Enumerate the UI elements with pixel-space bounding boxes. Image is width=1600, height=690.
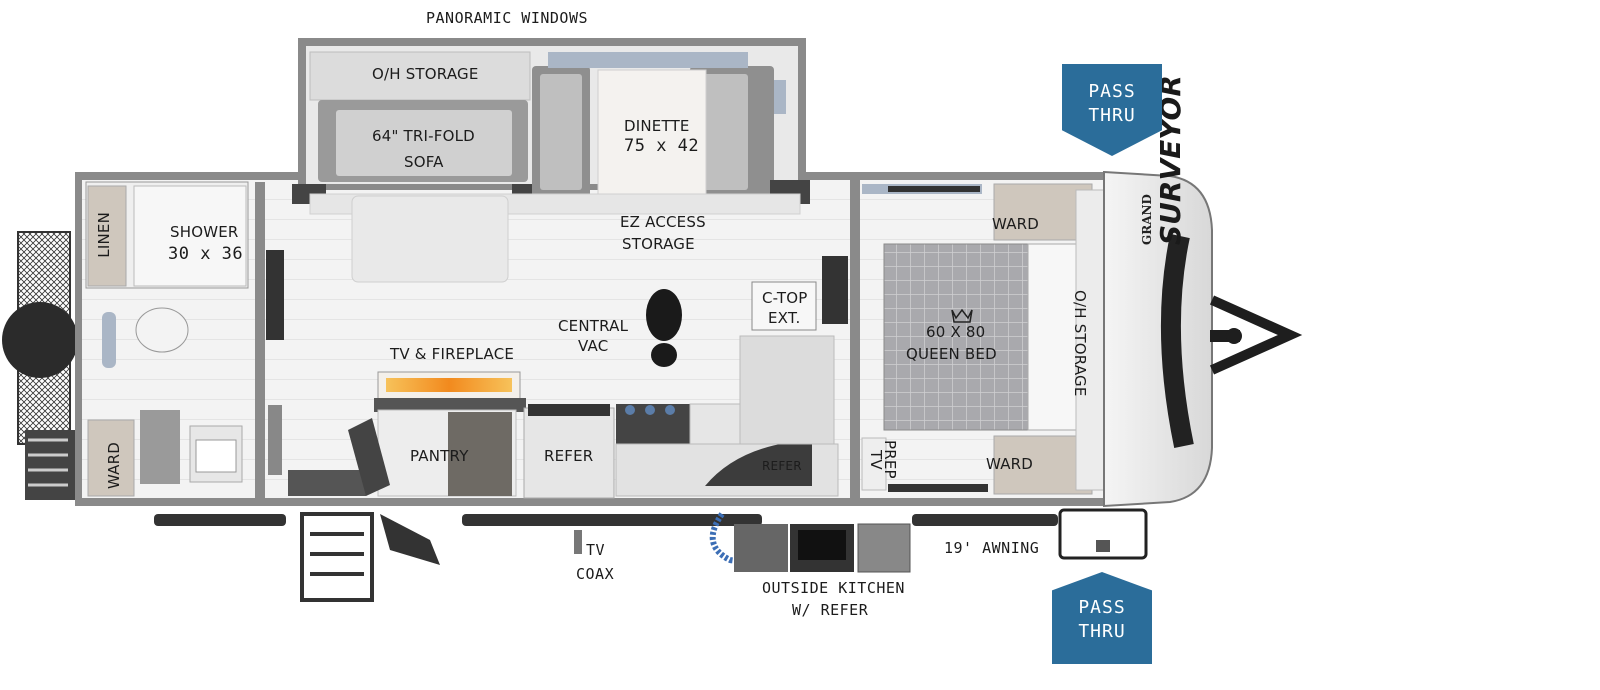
tv-prep-line2: PREP <box>881 440 899 479</box>
panoramic-windows-label: PANORAMIC WINDOWS <box>426 9 589 27</box>
linen-label: LINEN <box>95 212 113 258</box>
bathroom <box>85 181 265 498</box>
awning-label: 19' AWNING <box>944 539 1040 557</box>
ez-access-line1: EZ ACCESS <box>620 213 706 231</box>
refer-label: REFER <box>544 447 594 465</box>
pass-thru-bottom-line2: THRU <box>1078 621 1126 642</box>
crown-icon <box>951 308 973 323</box>
front-cap <box>1103 170 1213 508</box>
bed-label-line2: QUEEN BED <box>906 345 997 363</box>
bed-label-line1: 60 X 80 <box>926 323 986 341</box>
tv-fireplace-label: TV & FIREPLACE <box>390 345 515 363</box>
bedroom <box>861 183 1105 495</box>
ez-access-line2: STORAGE <box>622 235 695 253</box>
oh-storage-side-label: O/H STORAGE <box>1071 290 1089 397</box>
shower-label-line1: SHOWER <box>170 223 239 241</box>
ward-top-label: WARD <box>992 215 1040 233</box>
trailer-hitch <box>1209 295 1303 375</box>
sofa-label-line1: 64" TRI-FOLD <box>372 127 475 145</box>
pass-thru-top-line1: PASS <box>1088 81 1136 102</box>
tv-fireplace-unit <box>374 371 526 412</box>
central-vac-line2: VAC <box>578 337 609 355</box>
sofa-extension <box>351 195 509 283</box>
tv-rear <box>266 250 284 340</box>
entry-door <box>288 418 390 496</box>
kitchen <box>523 256 848 499</box>
pantry-label: PANTRY <box>410 447 469 465</box>
ctop-label-line2: EXT. <box>768 309 801 327</box>
pantry-door <box>448 412 512 496</box>
slide-out <box>292 38 810 204</box>
ward-bath-label: WARD <box>105 442 123 490</box>
shower-label-line2: 30 x 36 <box>168 244 244 264</box>
pass-thru-top-line2: THRU <box>1088 105 1136 126</box>
tv-coax-line1: TV <box>586 541 606 559</box>
outside-kitchen-line2: W/ REFER <box>792 601 869 619</box>
refer-small-label: REFER <box>762 459 802 473</box>
rear-cargo-rack <box>2 231 78 500</box>
dinette-label-line1: DINETTE <box>624 117 690 135</box>
bedroom-wall <box>850 180 860 498</box>
ward-bottom-label: WARD <box>986 455 1034 473</box>
partition-post <box>268 405 282 475</box>
sofa-label-line2: SOFA <box>404 153 444 171</box>
pass-thru-badge-bottom: PASS THRU <box>1052 572 1152 664</box>
exterior-features <box>154 508 1148 602</box>
boot-print-icon <box>646 289 682 367</box>
tv-coax-line2: COAX <box>576 565 615 583</box>
central-vac-line1: CENTRAL <box>558 317 629 335</box>
pass-thru-bottom-line1: PASS <box>1078 597 1126 618</box>
oh-storage-top-label: O/H STORAGE <box>372 65 479 83</box>
outside-kitchen-line1: OUTSIDE KITCHEN <box>762 579 905 597</box>
tv-prep-line1: TV <box>867 450 885 470</box>
ctop-label-line1: C-TOP <box>762 289 808 307</box>
dinette-label-line2: 75 x 42 <box>624 136 700 156</box>
